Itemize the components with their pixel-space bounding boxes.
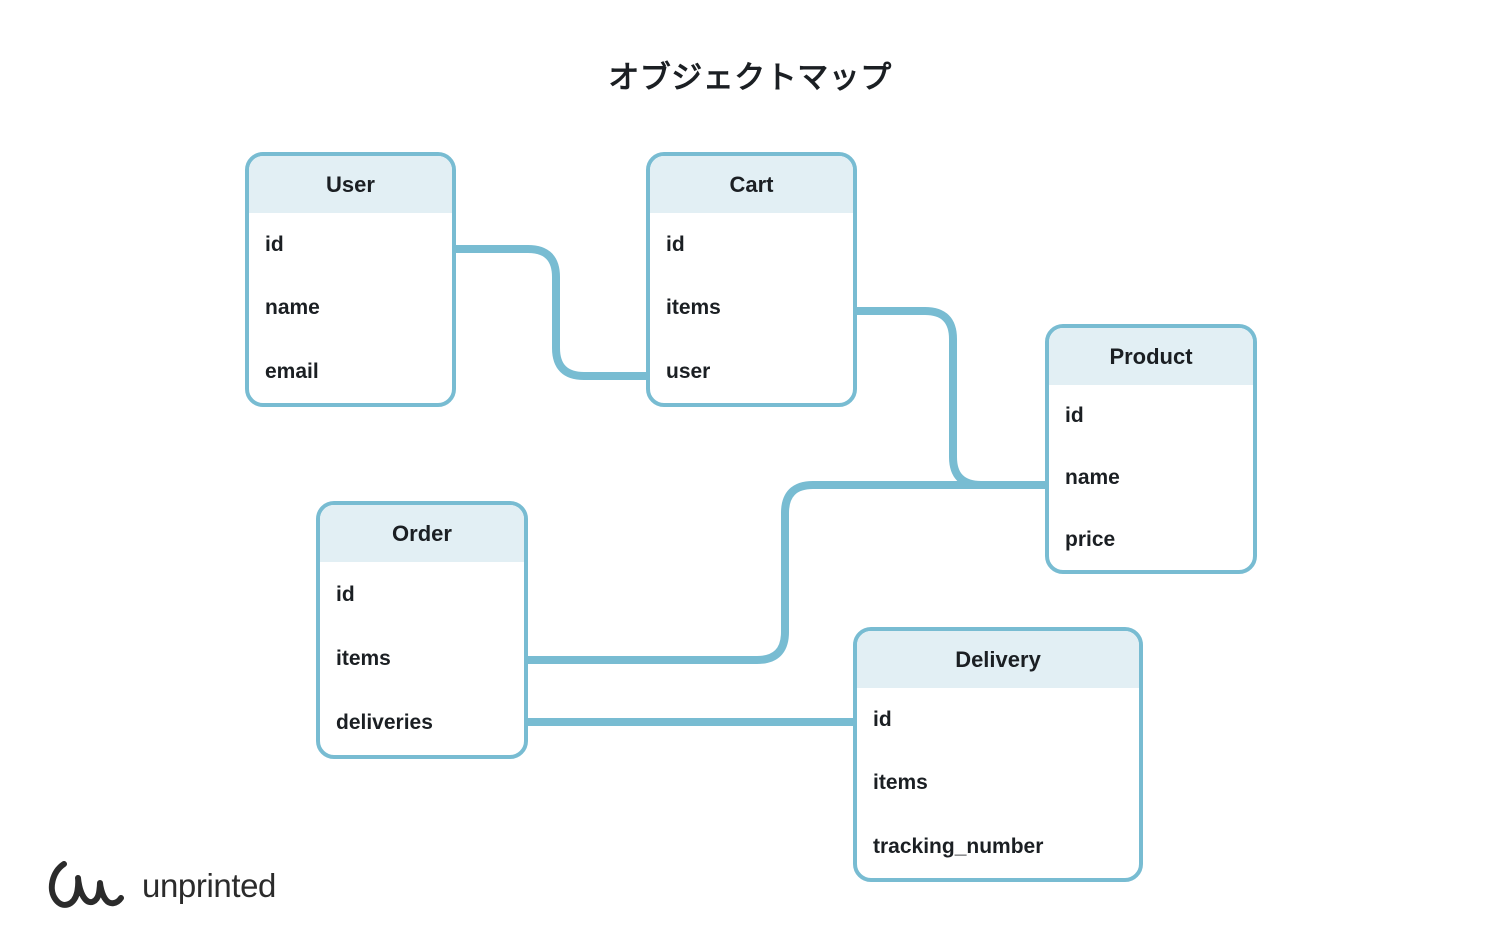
field-order-id: id [336,582,355,606]
entity-delivery[interactable]: Delivery id items tracking_number [853,627,1143,882]
field-cart-id: id [666,233,685,257]
field-product-price: price [1065,527,1116,551]
brand-name: unprinted [142,867,277,904]
field-order-items: items [336,646,391,670]
field-user-email: email [265,359,319,383]
entity-delivery-fields: id items tracking_number [857,688,1139,878]
entity-order-title: Order [320,505,524,562]
field-delivery-id: id [873,708,892,732]
field-product-name: name [1065,465,1120,489]
entity-user-fields: id name email [249,213,452,403]
connector-cart-product [857,307,1045,489]
field-user-id: id [265,233,284,257]
field-delivery-tracking-number: tracking_number [873,834,1044,858]
entity-user-title: User [249,156,452,213]
entity-delivery-title: Delivery [857,631,1139,688]
connector-order-product [528,481,1045,664]
field-user-name: name [265,296,320,320]
field-cart-user: user [666,359,711,383]
field-cart-items: items [666,296,721,320]
unprinted-script-mark-icon [48,861,124,908]
page-title: オブジェクトマップ [608,60,892,95]
field-delivery-items: items [873,771,928,795]
entity-cart[interactable]: Cart id items user [646,152,857,407]
field-product-id: id [1065,404,1084,428]
entity-product-fields: id name price [1049,385,1253,570]
entity-user[interactable]: User id name email [245,152,456,407]
entity-order-fields: id items deliveries [320,562,524,755]
brand-logo: unprinted [44,858,276,914]
entity-order[interactable]: Order id items deliveries [316,501,528,759]
entity-product[interactable]: Product id name price [1045,324,1257,574]
entity-cart-fields: id items user [650,213,853,403]
entity-product-title: Product [1049,328,1253,385]
connector-user-cart [456,245,646,380]
entity-cart-title: Cart [650,156,853,213]
field-order-deliveries: deliveries [336,711,433,735]
